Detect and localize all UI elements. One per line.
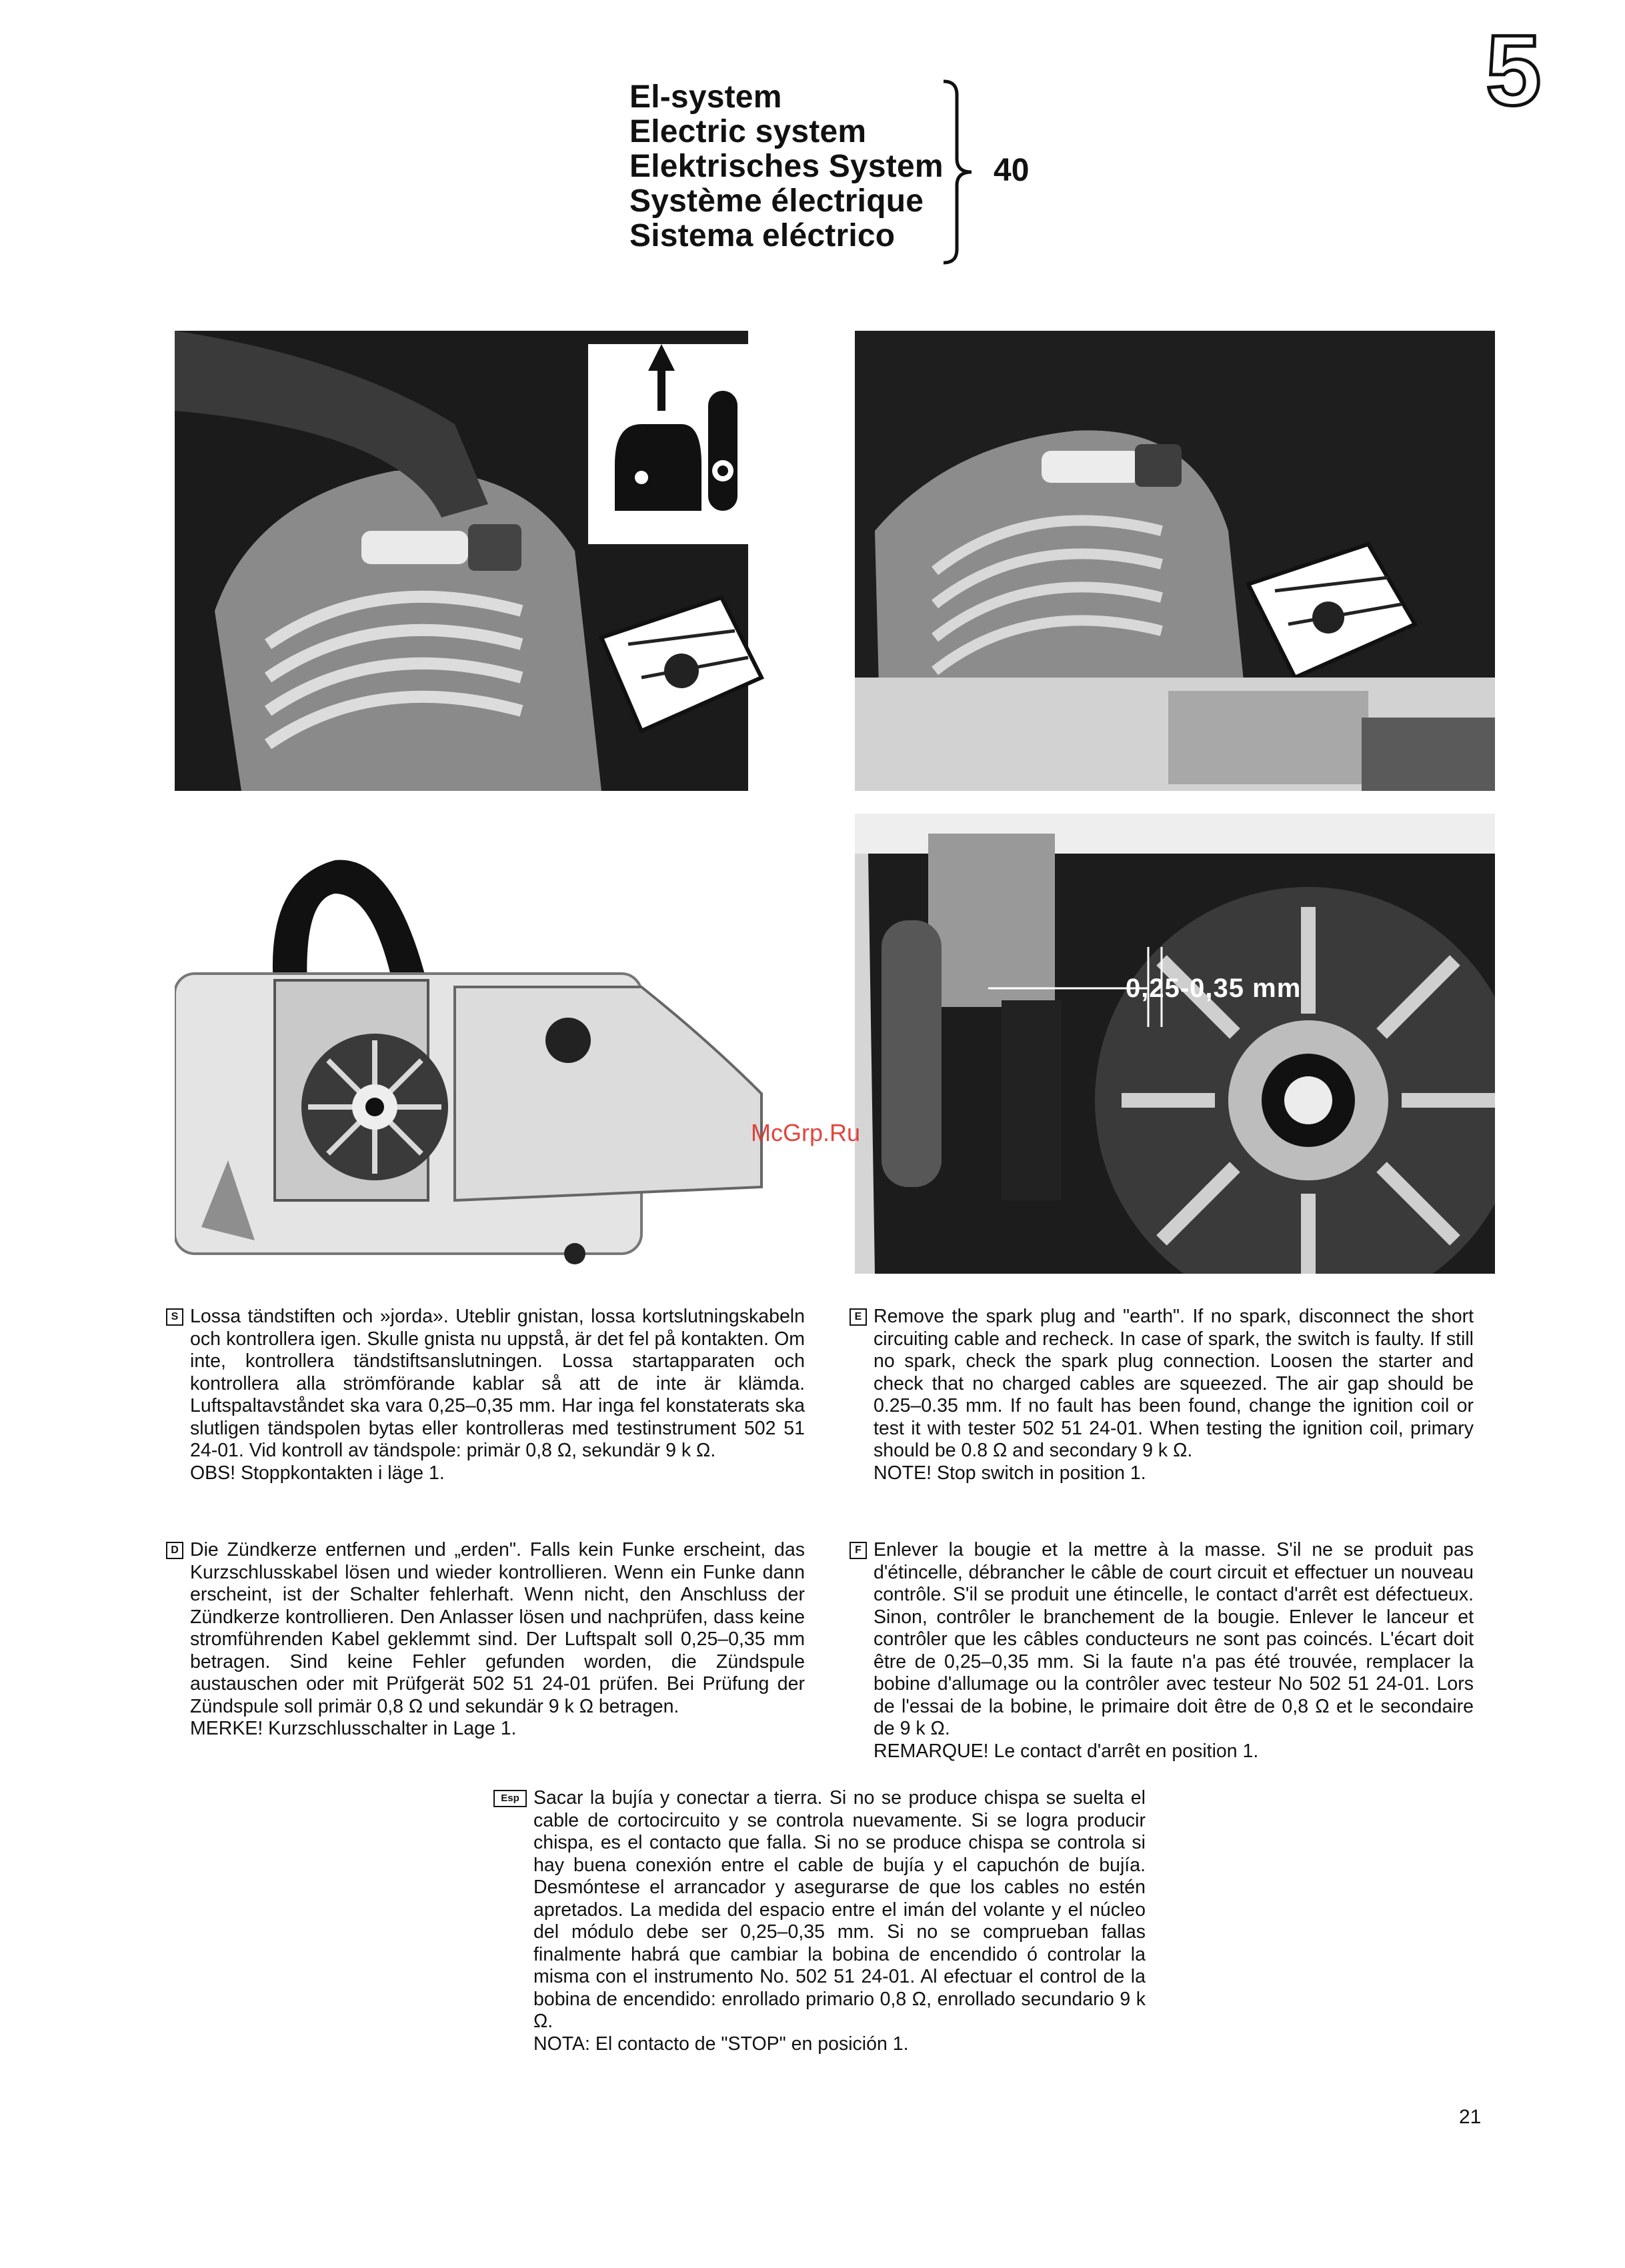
watermark: McGrp.Ru — [751, 1119, 861, 1146]
title-swedish: El-system — [629, 79, 782, 115]
paragraph-spanish: Esp Sacar la bujía y conectar a tierra. … — [493, 1787, 1146, 2055]
section-titles: El-system Electric system Elektrisches S… — [629, 80, 944, 253]
text-french: Enlever la bougie et la mettre à la mass… — [874, 1539, 1474, 1739]
note-spanish: NOTA: El contacto de "STOP" en posición … — [533, 2033, 909, 2055]
language-marker-swedish: S — [166, 1308, 183, 1326]
note-english: NOTE! Stop switch in position 1. — [874, 1462, 1146, 1484]
text-spanish: Sacar la bujía y conectar a tierra. Si n… — [533, 1787, 1146, 2032]
paragraph-german: D Die Zündkerze entfernen und „erden". F… — [166, 1539, 805, 1741]
photo-spark-plug-earthed — [175, 331, 822, 791]
title-german: Elektrisches System — [629, 149, 944, 184]
text-english: Remove the spark plug and "earth". If no… — [874, 1306, 1474, 1461]
chapter-number: 5 — [1484, 14, 1542, 126]
title-spanish: Sistema eléctrico — [629, 218, 896, 253]
photo-short-circuit-cable — [855, 331, 1495, 791]
paragraph-french: F Enlever la bougie et la mettre à la ma… — [850, 1539, 1474, 1763]
language-marker-spanish: Esp — [493, 1790, 527, 1807]
paragraph-swedish: S Lossa tändstiften och »jorda». Uteblir… — [166, 1306, 805, 1484]
photo-flywheel-air-gap — [855, 814, 1495, 1274]
title-english: Electric system — [629, 114, 867, 149]
language-marker-english: E — [850, 1308, 867, 1326]
air-gap-label: 0,25-0,35 mm — [1126, 974, 1302, 1003]
language-marker-german: D — [166, 1542, 183, 1559]
language-marker-french: F — [850, 1542, 867, 1559]
text-swedish: Lossa tändstiften och »jorda». Uteblir g… — [190, 1306, 805, 1461]
paragraph-english: E Remove the spark plug and "earth". If … — [850, 1306, 1474, 1484]
title-brace — [943, 79, 972, 265]
photo-saw-starter-removed — [175, 814, 822, 1274]
page-number: 21 — [1459, 2106, 1482, 2128]
note-french: REMARQUE! Le contact d'arrêt en position… — [874, 1740, 1259, 1762]
text-german: Die Zündkerze entfernen und „erden". Fal… — [190, 1539, 805, 1717]
note-german: MERKE! Kurzschlusschalter in Lage 1. — [190, 1718, 517, 1739]
section-number: 40 — [994, 153, 1030, 188]
title-french: Système électrique — [629, 183, 924, 219]
note-swedish: OBS! Stoppkontakten i läge 1. — [190, 1462, 445, 1484]
